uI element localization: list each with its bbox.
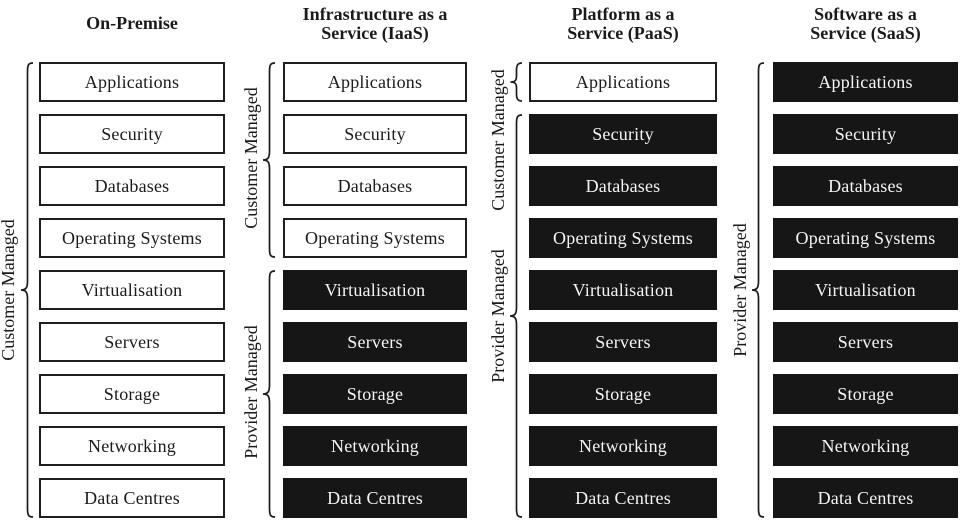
layer-box: Databases — [39, 166, 225, 206]
bracket-label-customer-managed: Customer Managed — [0, 219, 18, 361]
bracket-label-customer-managed: Customer Managed — [487, 69, 508, 211]
bracket-label-customer-managed: Customer Managed — [240, 87, 261, 229]
layer-box: Security — [283, 114, 467, 154]
layer-box: Applications — [773, 62, 958, 102]
layer-stack: Applications Security Databases Operatin… — [529, 62, 717, 520]
layer-box: Operating Systems — [283, 218, 467, 258]
curly-brace-paas-customer — [509, 62, 523, 102]
layer-box: Applications — [529, 62, 717, 102]
column-title: Infrastructure as a Service (IaaS) — [302, 3, 448, 43]
bracket-label-provider-managed: Provider Managed — [729, 223, 750, 357]
layer-box: Servers — [773, 322, 958, 362]
layer-box: Servers — [283, 322, 467, 362]
layer-stack: Applications Security Databases Operatin… — [773, 62, 958, 520]
layer-box: Virtualisation — [283, 270, 467, 310]
layer-box: Networking — [773, 426, 958, 466]
bracket-label-provider-managed: Provider Managed — [487, 249, 508, 383]
layer-box: Storage — [773, 374, 958, 414]
layer-box: Security — [773, 114, 958, 154]
layer-box: Networking — [529, 426, 717, 466]
bracket-label-provider-managed: Provider Managed — [240, 325, 261, 459]
layer-box: Operating Systems — [773, 218, 958, 258]
layer-box: Applications — [39, 62, 225, 102]
layer-box: Data Centres — [529, 478, 717, 518]
layer-box: Virtualisation — [529, 270, 717, 310]
curly-brace-iaas-customer — [262, 62, 276, 258]
layer-box: Storage — [283, 374, 467, 414]
curly-brace-onpremise-customer — [20, 62, 34, 518]
layer-box: Servers — [529, 322, 717, 362]
column-title: Platform as a Service (PaaS) — [567, 3, 679, 43]
column-title: On-Premise — [86, 13, 178, 34]
layer-box: Data Centres — [283, 478, 467, 518]
layer-box: Storage — [39, 374, 225, 414]
layer-stack: Applications Security Databases Operatin… — [39, 62, 225, 520]
layer-box: Security — [39, 114, 225, 154]
layer-box: Security — [529, 114, 717, 154]
layer-box: Networking — [283, 426, 467, 466]
layer-box: Databases — [529, 166, 717, 206]
layer-box: Operating Systems — [529, 218, 717, 258]
layer-box: Storage — [529, 374, 717, 414]
layer-box: Virtualisation — [39, 270, 225, 310]
layer-box: Databases — [283, 166, 467, 206]
layer-box: Virtualisation — [773, 270, 958, 310]
layer-box: Operating Systems — [39, 218, 225, 258]
layer-box: Data Centres — [39, 478, 225, 518]
layer-stack: Applications Security Databases Operatin… — [283, 62, 467, 520]
layer-box: Data Centres — [773, 478, 958, 518]
layer-box: Applications — [283, 62, 467, 102]
curly-brace-iaas-provider — [262, 270, 276, 518]
curly-brace-saas-provider — [751, 62, 765, 518]
layer-box: Servers — [39, 322, 225, 362]
curly-brace-paas-provider — [509, 114, 523, 518]
layer-box: Networking — [39, 426, 225, 466]
column-title: Software as a Service (SaaS) — [810, 3, 921, 43]
layer-box: Databases — [773, 166, 958, 206]
